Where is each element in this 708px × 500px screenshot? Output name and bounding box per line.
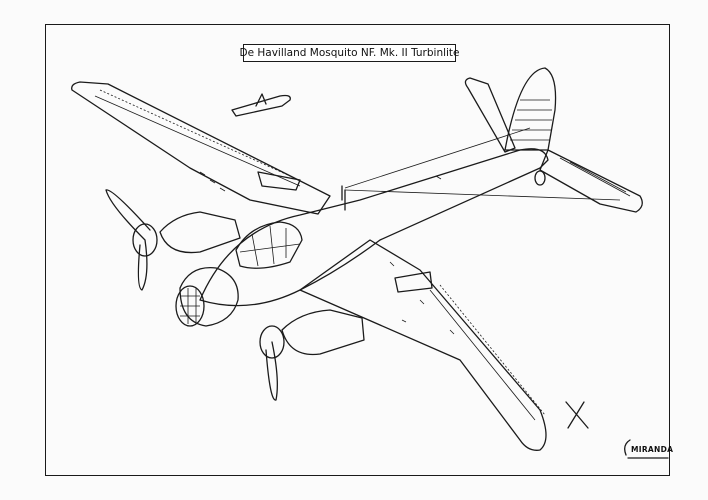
starboard-spinner	[259, 325, 285, 359]
propeller-sketch	[565, 401, 589, 429]
starboard-tailplane	[539, 149, 643, 213]
side-view-silhouette	[231, 93, 291, 117]
drawing-title: De Havilland Mosquito NF. Mk. II Turbinl…	[240, 44, 460, 62]
nose-section	[179, 267, 239, 327]
port-wing	[71, 81, 331, 215]
drawing-frame	[45, 24, 670, 476]
port-propeller	[105, 189, 151, 291]
fuselage	[199, 148, 549, 307]
tail-wheel	[534, 170, 546, 186]
port-engine-nacelle	[159, 211, 241, 254]
starboard-wing-flap	[394, 271, 433, 293]
searchlight-lens	[175, 285, 205, 327]
tail-fin	[504, 67, 557, 151]
port-wing-flap	[257, 171, 301, 191]
port-tailplane	[464, 77, 516, 153]
logo-text: MIRANDA	[631, 445, 674, 454]
aerial-wire	[344, 127, 621, 201]
cockpit-canopy	[235, 221, 303, 269]
starboard-wing	[299, 239, 547, 451]
starboard-engine-nacelle	[281, 309, 365, 356]
starboard-propeller	[265, 341, 278, 401]
